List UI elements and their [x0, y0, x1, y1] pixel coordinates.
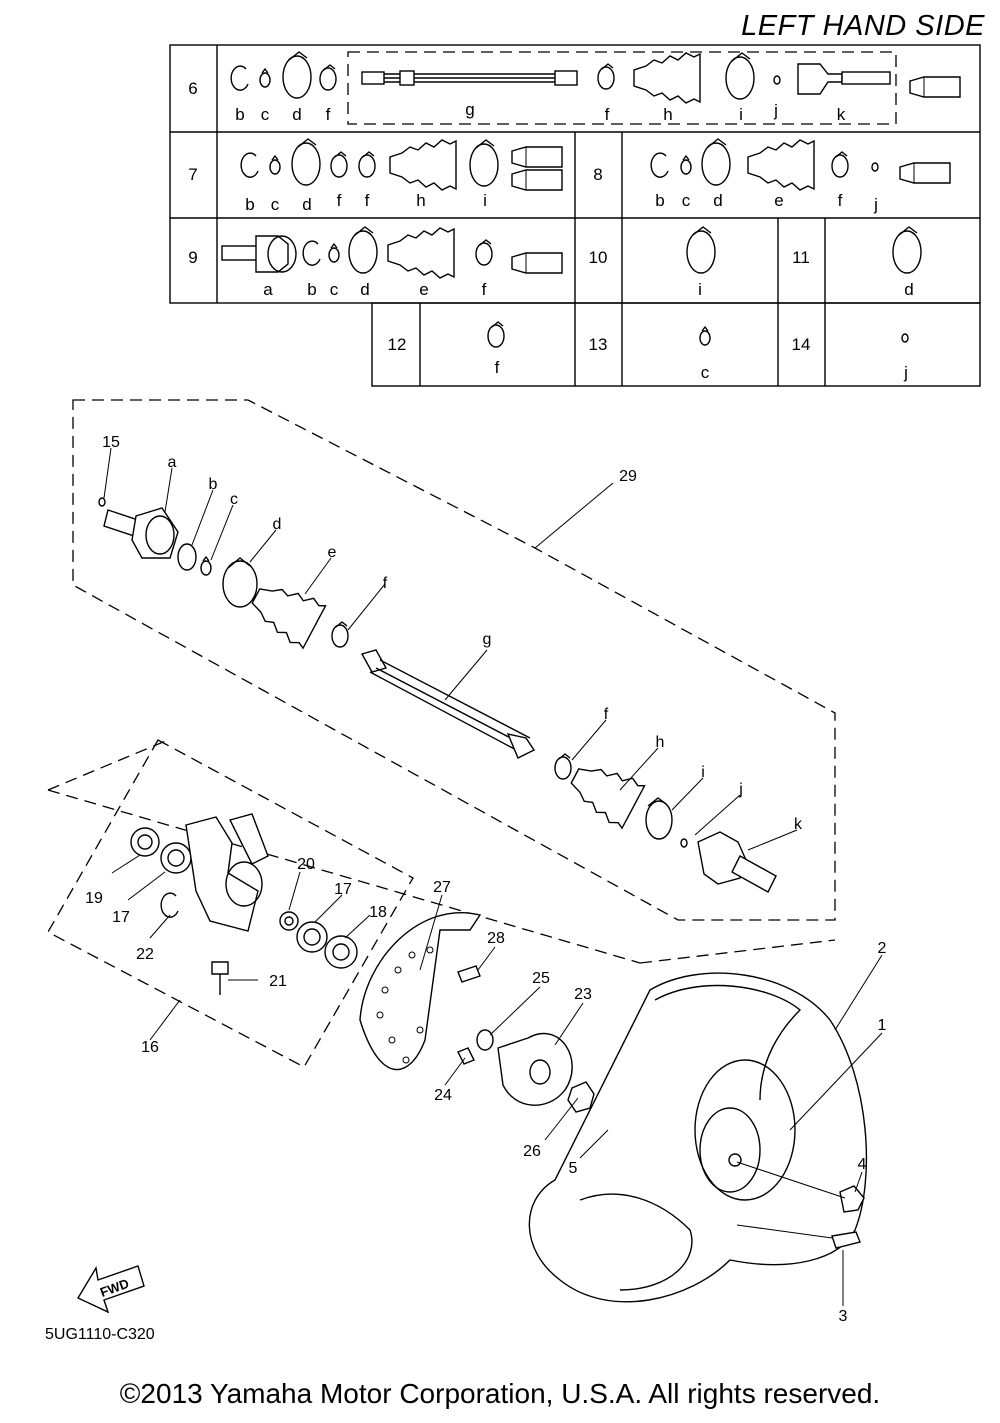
callout-letter: f — [383, 575, 388, 592]
knuckle-parts — [130, 813, 358, 995]
callout-number: 3 — [839, 1308, 848, 1325]
table-letter: a — [263, 280, 273, 299]
callout-letter: c — [230, 491, 238, 508]
callout-letter: d — [273, 516, 282, 533]
callout-letter: k — [794, 816, 803, 833]
callout-number: 23 — [574, 986, 592, 1003]
parts-table: 6 7 8 9 10 11 12 13 14 b c d f g f h i j… — [169, 44, 981, 387]
callout-number: 19 — [85, 890, 103, 907]
table-letter: g — [465, 100, 474, 119]
callout-number: 18 — [369, 904, 387, 921]
table-row-number: 13 — [589, 335, 608, 354]
table-letter: b — [235, 105, 244, 124]
callout-number: 29 — [619, 468, 637, 485]
table-letter: d — [302, 195, 311, 214]
table-letter: b — [655, 191, 664, 210]
table-row-number: 9 — [188, 248, 197, 267]
table-letter: c — [261, 105, 270, 124]
callout-number: 26 — [523, 1143, 541, 1160]
table-letter: c — [330, 280, 339, 299]
table-letter: i — [698, 280, 702, 299]
knuckle-assembly-outline — [47, 739, 414, 1068]
table-row-number: 14 — [792, 335, 811, 354]
table-letter: k — [837, 105, 846, 124]
callout-letter: e — [328, 544, 337, 561]
table-letter: f — [326, 105, 331, 124]
table-letter: c — [682, 191, 691, 210]
callout-number: 28 — [487, 930, 505, 947]
table-letter: i — [483, 191, 487, 210]
table-letter: e — [774, 191, 783, 210]
callout-number: 17 — [112, 909, 130, 926]
callout-letter: b — [209, 476, 218, 493]
table-letter: h — [416, 191, 425, 210]
table-letter: e — [419, 280, 428, 299]
table-row-number: 8 — [593, 165, 602, 184]
table-letter: f — [605, 105, 610, 124]
callout-letter: g — [483, 631, 492, 648]
table-letter: d — [360, 280, 369, 299]
table-row-number: 7 — [188, 165, 197, 184]
table-letter: j — [873, 195, 878, 214]
callout-number: 27 — [433, 879, 451, 896]
table-letter: f — [495, 358, 500, 377]
callout-letter: a — [168, 454, 177, 471]
forward-arrow-icon: FWD — [77, 1265, 145, 1314]
copyright-notice: ©2013 Yamaha Motor Corporation, U.S.A. A… — [119, 1378, 881, 1409]
table-letter: j — [903, 363, 908, 382]
table-letter: c — [701, 363, 710, 382]
table-letter: f — [337, 191, 342, 210]
shaft-assembly-outline — [72, 399, 836, 921]
table-letter: c — [271, 195, 280, 214]
callout-number: 24 — [434, 1087, 452, 1104]
wheel-and-tire — [528, 972, 868, 1303]
table-letter: h — [663, 105, 672, 124]
table-letter: f — [482, 280, 487, 299]
callout-letter: f — [604, 706, 609, 723]
table-row-number: 6 — [188, 79, 197, 98]
table-letter: f — [365, 191, 370, 210]
table-row-number: 11 — [792, 248, 810, 267]
table-letter: d — [904, 280, 913, 299]
table-letter: j — [773, 101, 778, 120]
callout-letter: j — [738, 781, 743, 798]
callout-number: 4 — [858, 1156, 867, 1173]
table-letter: d — [292, 105, 301, 124]
callout-number: 20 — [297, 856, 315, 873]
drive-shaft-parts — [98, 497, 777, 893]
callout-number: 21 — [269, 973, 287, 990]
callout-number: 22 — [136, 946, 154, 963]
callout-number: 1 — [878, 1017, 887, 1034]
hub-group-outline — [47, 739, 836, 964]
callout-number: 5 — [569, 1160, 578, 1177]
callout-number: 16 — [141, 1039, 159, 1056]
page-title: LEFT HAND SIDE — [741, 10, 985, 42]
callout-number: 17 — [334, 881, 352, 898]
callout-letter: i — [701, 764, 705, 781]
table-letter: d — [713, 191, 722, 210]
callout-number: 2 — [878, 940, 887, 957]
table-letter: b — [245, 195, 254, 214]
diagram-code: 5UG1110-C320 — [45, 1326, 155, 1343]
table-letter: b — [307, 280, 316, 299]
table-row-number: 10 — [589, 248, 608, 267]
table-row-number: 12 — [388, 335, 407, 354]
table-letter: i — [739, 105, 743, 124]
leader-lines — [103, 447, 883, 1306]
callout-letter: h — [656, 734, 665, 751]
callout-number: 15 — [102, 434, 120, 451]
callout-number: 25 — [532, 970, 550, 987]
table-letter: f — [838, 191, 843, 210]
